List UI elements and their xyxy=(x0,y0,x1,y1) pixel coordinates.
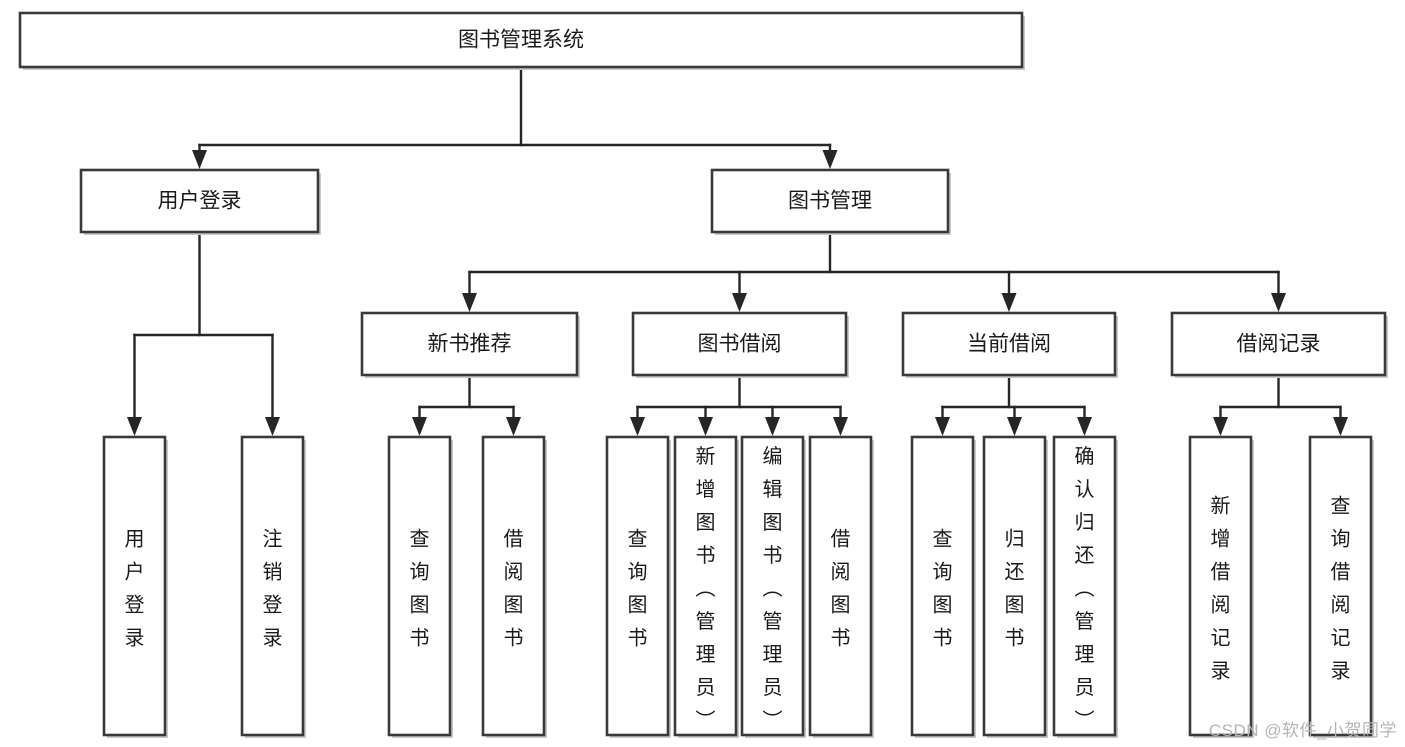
connector-group-current-borrow xyxy=(935,373,1092,436)
connector-layer xyxy=(127,65,1348,436)
node-user-login[interactable]: 用户登录 xyxy=(79,168,321,235)
node-box xyxy=(481,435,546,737)
connector-group-user-login xyxy=(127,230,280,436)
node-leaf-add-book[interactable]: 新增图书︵管理员︶ xyxy=(673,435,739,738)
node-box xyxy=(360,311,579,377)
node-label: 查询借阅记录 xyxy=(1331,495,1351,683)
node-box xyxy=(1308,435,1373,737)
node-label: 查询图书 xyxy=(933,528,953,650)
node-box xyxy=(102,435,167,737)
node-leaf-query-book-1[interactable]: 查询图书 xyxy=(387,435,453,738)
node-root[interactable]: 图书管理系统 xyxy=(18,11,1025,70)
node-leaf-confirm-return[interactable]: 确认归还︵管理员︶ xyxy=(1052,435,1118,738)
node-box xyxy=(18,11,1024,69)
node-label: 用户登录 xyxy=(158,190,242,213)
node-box xyxy=(982,435,1047,737)
node-leaf-query-book-2[interactable]: 查询图书 xyxy=(605,435,671,738)
node-box xyxy=(808,435,873,737)
node-label: 图书管理系统 xyxy=(458,29,584,52)
node-new-book-rec[interactable]: 新书推荐 xyxy=(360,311,580,378)
node-label: 当前借阅 xyxy=(967,333,1051,356)
node-leaf-logout[interactable]: 注销登录 xyxy=(240,435,306,738)
connector-group-book-manage xyxy=(462,230,1286,312)
node-layer: 图书管理系统用户登录图书管理新书推荐图书借阅当前借阅借阅记录用户登录注销登录查询… xyxy=(18,11,1388,738)
connector-group-book-borrow xyxy=(630,373,848,436)
node-label: 新书推荐 xyxy=(428,333,512,356)
node-leaf-add-record[interactable]: 新增借阅记录 xyxy=(1188,435,1254,738)
node-label: 借阅图书 xyxy=(504,528,524,650)
node-leaf-user-login[interactable]: 用户登录 xyxy=(102,435,168,738)
node-box xyxy=(1170,311,1387,377)
node-label: 图书管理 xyxy=(788,190,872,213)
node-label: 注销登录 xyxy=(263,528,283,650)
node-box xyxy=(1052,435,1117,737)
node-box xyxy=(910,435,975,737)
node-box xyxy=(673,435,738,737)
node-label: 新增图书︵管理员︶ xyxy=(696,445,716,732)
node-leaf-query-book-3[interactable]: 查询图书 xyxy=(910,435,976,738)
node-box xyxy=(387,435,452,737)
node-box xyxy=(1188,435,1253,737)
node-leaf-borrow-book-1[interactable]: 借阅图书 xyxy=(481,435,547,738)
connector-group-new-book-rec xyxy=(412,373,521,436)
node-box xyxy=(710,168,950,234)
node-box xyxy=(901,311,1117,377)
node-label: 归还图书 xyxy=(1005,528,1025,650)
watermark-text: CSDN @软件_小贺同学 xyxy=(1208,721,1397,740)
node-current-borrow[interactable]: 当前借阅 xyxy=(901,311,1118,378)
node-label: 确认归还︵管理员︶ xyxy=(1075,445,1095,732)
node-label: 借阅记录 xyxy=(1237,333,1321,356)
node-label: 查询图书 xyxy=(628,528,648,650)
node-book-borrow[interactable]: 图书借阅 xyxy=(631,311,849,378)
connector-group-borrow-record xyxy=(1213,373,1348,436)
node-label: 借阅图书 xyxy=(831,528,851,650)
node-box xyxy=(79,168,320,234)
node-book-manage[interactable]: 图书管理 xyxy=(710,168,951,235)
node-label: 新增借阅记录 xyxy=(1211,495,1231,683)
node-leaf-borrow-book-2[interactable]: 借阅图书 xyxy=(808,435,874,738)
node-leaf-edit-book[interactable]: 编辑图书︵管理员︶ xyxy=(740,435,806,738)
node-box xyxy=(605,435,670,737)
node-box xyxy=(631,311,848,377)
node-borrow-record[interactable]: 借阅记录 xyxy=(1170,311,1388,378)
node-label: 图书借阅 xyxy=(698,333,782,356)
connector-group-root xyxy=(192,65,838,169)
node-leaf-query-record[interactable]: 查询借阅记录 xyxy=(1308,435,1374,738)
node-box xyxy=(740,435,805,737)
node-leaf-return-book[interactable]: 归还图书 xyxy=(982,435,1048,738)
node-label: 查询图书 xyxy=(410,528,430,650)
node-label: 编辑图书︵管理员︶ xyxy=(763,445,783,732)
node-label: 用户登录 xyxy=(125,529,145,650)
node-box xyxy=(240,435,305,737)
